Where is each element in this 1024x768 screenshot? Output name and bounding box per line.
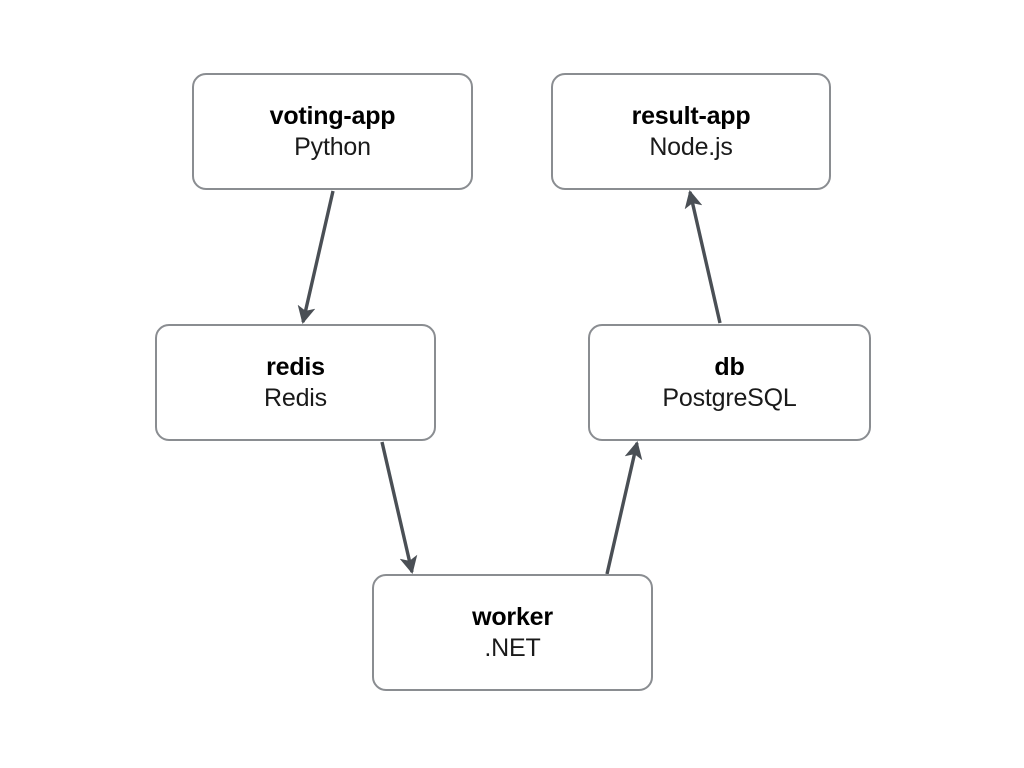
edge-worker-to-db [605,441,643,575]
edge-db-to-result-app [684,190,722,324]
node-redis[interactable]: redis Redis [155,324,436,441]
edge-redis-to-worker [380,441,418,574]
edge-voting-app-to-redis [297,190,335,324]
node-title: db [714,352,745,381]
node-subtitle: .NET [484,633,541,662]
node-voting-app[interactable]: voting-app Python [192,73,473,190]
node-title: redis [266,352,325,381]
node-title: voting-app [269,101,396,130]
node-result-app[interactable]: result-app Node.js [551,73,831,190]
node-subtitle: Redis [264,383,327,412]
node-subtitle: Python [294,132,371,161]
node-subtitle: Node.js [649,132,733,161]
node-title: result-app [631,101,751,130]
node-subtitle: PostgreSQL [662,383,797,412]
node-db[interactable]: db PostgreSQL [588,324,871,441]
node-worker[interactable]: worker .NET [372,574,653,691]
node-title: worker [472,602,553,631]
